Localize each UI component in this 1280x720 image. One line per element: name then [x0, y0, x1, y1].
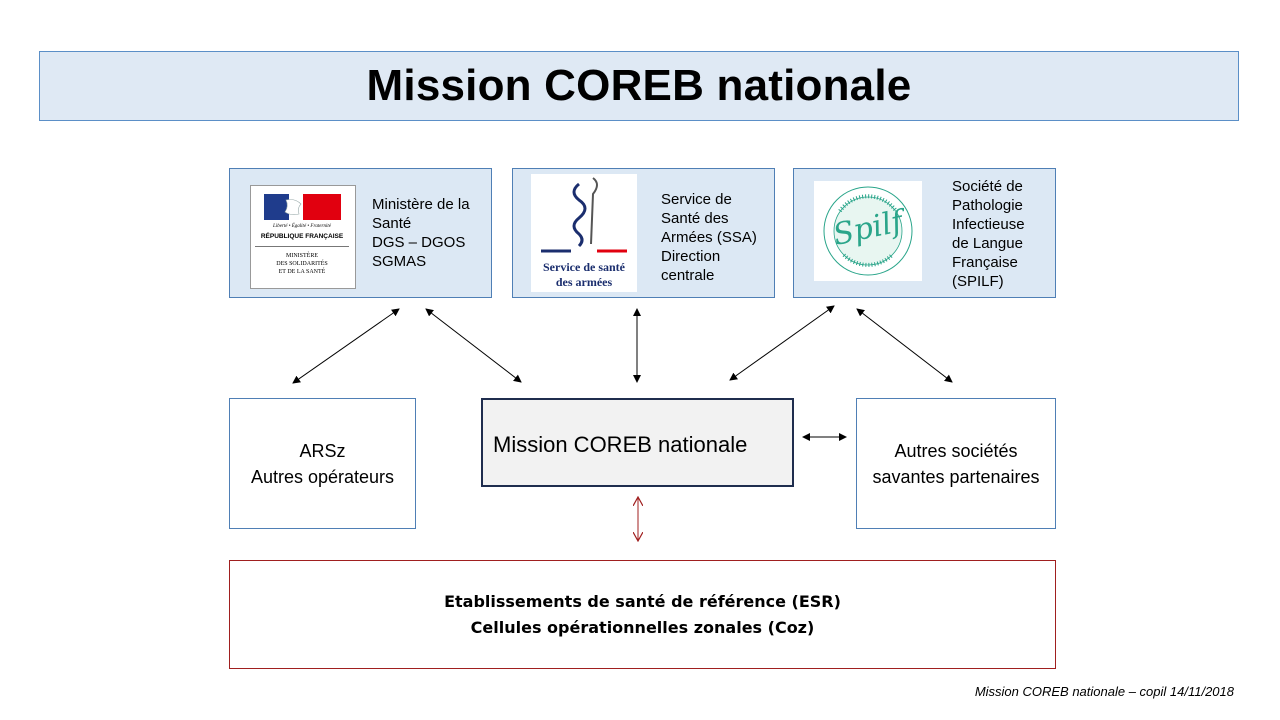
ministry-motto: Liberté • Égalité • Fraternité [273, 224, 331, 229]
ministry-republic: RÉPUBLIQUE FRANÇAISE [260, 233, 344, 240]
ministry-box: Liberté • Égalité • Fraternité RÉPUBLIQU… [229, 168, 492, 298]
ministry-logo: Liberté • Égalité • Fraternité RÉPUBLIQU… [250, 185, 356, 289]
spilf-box: Spilf Société de Pathologie Infectieuse … [793, 168, 1056, 298]
partner-societies-line-2: savantes partenaires [872, 466, 1040, 487]
esr-box: Etablissements de santé de référence (ES… [229, 560, 1056, 669]
spilf-emblem-icon [823, 186, 913, 276]
partner-societies-box: Autres sociétés savantes partenaires [856, 398, 1056, 529]
center-mission-label: Mission COREB nationale [493, 432, 748, 457]
caduceus-icon [541, 177, 627, 253]
ministry-minister-name: MINISTÈRE DES SOLIDARITÉS ET DE LA SANTÉ [276, 253, 328, 275]
ars-box: ARSz Autres opérateurs [229, 398, 416, 529]
spilf-logo: Spilf [814, 181, 922, 281]
partner-societies-line-1: Autres sociétés [894, 440, 1018, 461]
ars-label: ARSz [299, 440, 346, 461]
ssa-logo-text: Service de santé des armées [543, 260, 625, 289]
spilf-label: Société de Pathologie Infectieuse de Lan… [952, 178, 1025, 290]
ssa-label: Service de Santé des Armées (SSA) Direct… [661, 191, 757, 284]
coz-label: Cellules opérationnelles zonales (Coz) [470, 617, 815, 637]
arrow-spilf-partners [856, 308, 953, 383]
ssa-box: Service de santé des armées Service de S… [512, 168, 775, 298]
esr-label: Etablissements de santé de référence (ES… [444, 591, 841, 611]
arrow-spilf-center [729, 305, 835, 381]
title-banner: Mission COREB nationale [39, 51, 1239, 121]
ministry-logo-divider [255, 246, 349, 247]
other-operators-label: Autres opérateurs [250, 466, 395, 487]
marianne-icon [264, 194, 341, 220]
arrow-ministry-ars [292, 308, 400, 384]
center-mission-box: Mission COREB nationale [481, 398, 794, 487]
ministry-label: Ministère de la Santé DGS – DGOS SGMAS [372, 196, 470, 270]
ssa-logo: Service de santé des armées [531, 174, 637, 292]
footer-caption: Mission COREB nationale – copil 14/11/20… [974, 684, 1234, 699]
page-title: Mission COREB nationale [366, 61, 912, 110]
arrow-ministry-center [425, 308, 522, 383]
